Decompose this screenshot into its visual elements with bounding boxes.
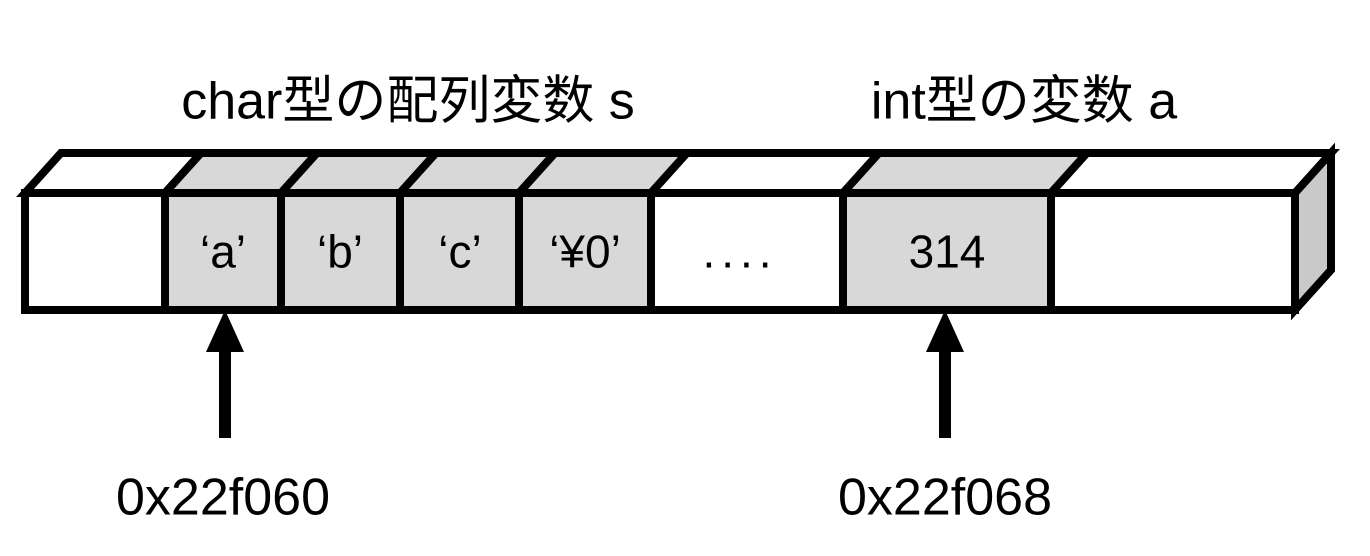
cell-value-3: ‘c’ <box>438 225 482 278</box>
int-var-label: int型の変数 a <box>870 72 1178 131</box>
int-var-pointer-arrow-icon <box>926 310 964 438</box>
int-var-address: 0x22f068 <box>838 468 1052 527</box>
cell-front-face <box>161 189 285 314</box>
char-array-address: 0x22f060 <box>116 468 330 527</box>
cell-front-face <box>647 189 847 314</box>
char-array-pointer-arrow-icon <box>206 310 244 438</box>
cell-value-4: ‘¥0’ <box>549 225 621 278</box>
cell-value-6: 314 <box>908 225 986 278</box>
char-array-label: char型の配列変数 s <box>181 72 635 131</box>
cell-front-face <box>21 189 169 314</box>
cell-value-5: .... <box>702 225 778 278</box>
cell-value-2: ‘b’ <box>316 225 364 278</box>
cell-top-face <box>1042 149 1340 197</box>
cell-front-face <box>1047 189 1299 314</box>
cell-front-face <box>277 189 404 314</box>
cell-value-1: ‘a’ <box>199 225 247 278</box>
cell-front-face <box>396 189 523 314</box>
cell-top-face <box>834 149 1096 197</box>
